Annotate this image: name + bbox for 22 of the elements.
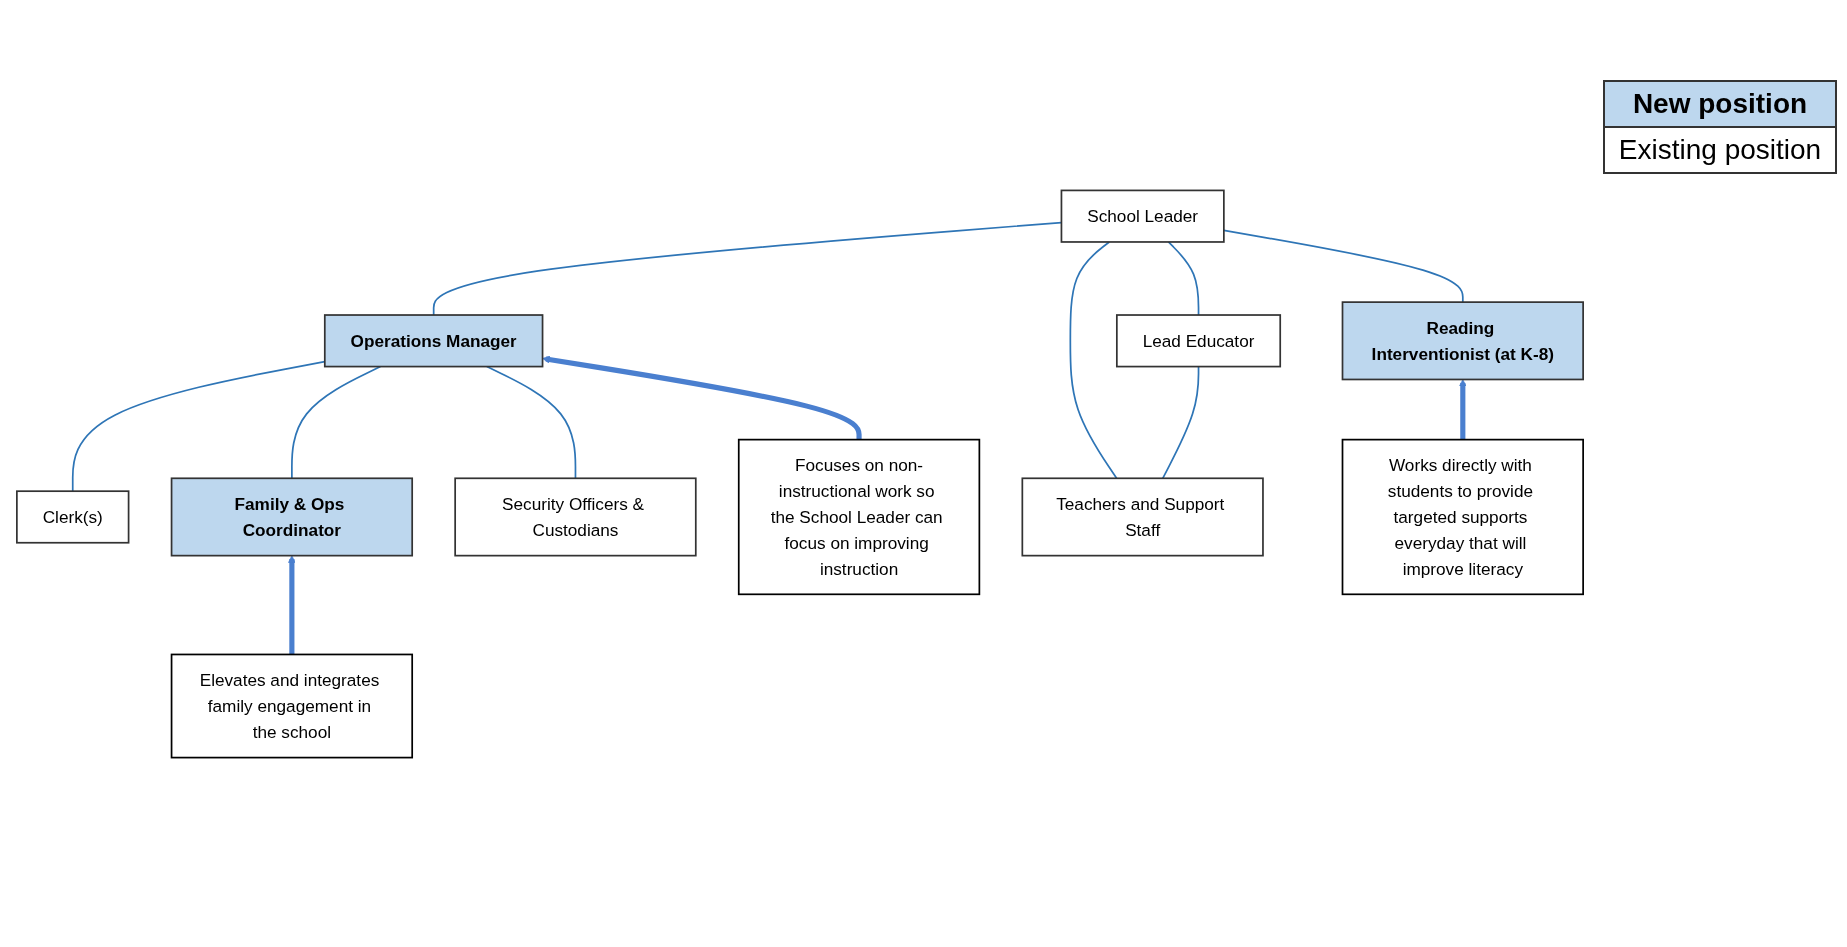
node-box: School Leader: [1060, 189, 1225, 243]
connector: [1167, 240, 1200, 316]
arrow: [1459, 378, 1467, 440]
connector: [1161, 365, 1200, 479]
node-box: Security Officers & Custodians: [454, 476, 697, 556]
node-box: Reading Interventionist (at K-8): [1341, 300, 1584, 380]
node-box: Works directly with students to provide targeted supports everyday that will improve literacy: [1341, 438, 1584, 595]
arrow: [542, 355, 862, 440]
node-box: Family & Ops Coordinator: [170, 476, 414, 556]
connector: [291, 365, 382, 479]
node-box: Elevates and integrates family engagement in the school: [170, 653, 414, 758]
node-box: Clerk(s): [16, 489, 130, 544]
connector: [1069, 240, 1118, 479]
node-box: Teachers and Support Staff: [1021, 476, 1264, 556]
connector: [1223, 229, 1464, 303]
legend-label: Existing position: [1618, 134, 1822, 165]
legend-label: New position: [1632, 88, 1808, 119]
arrow: [288, 554, 296, 654]
node-box: Operations Manager: [323, 313, 544, 367]
connector: [485, 365, 577, 479]
node-box: Focuses on non-instructional work so the School Leader can focus on improving instruction: [737, 438, 981, 595]
node-box: Lead Educator: [1116, 313, 1282, 367]
